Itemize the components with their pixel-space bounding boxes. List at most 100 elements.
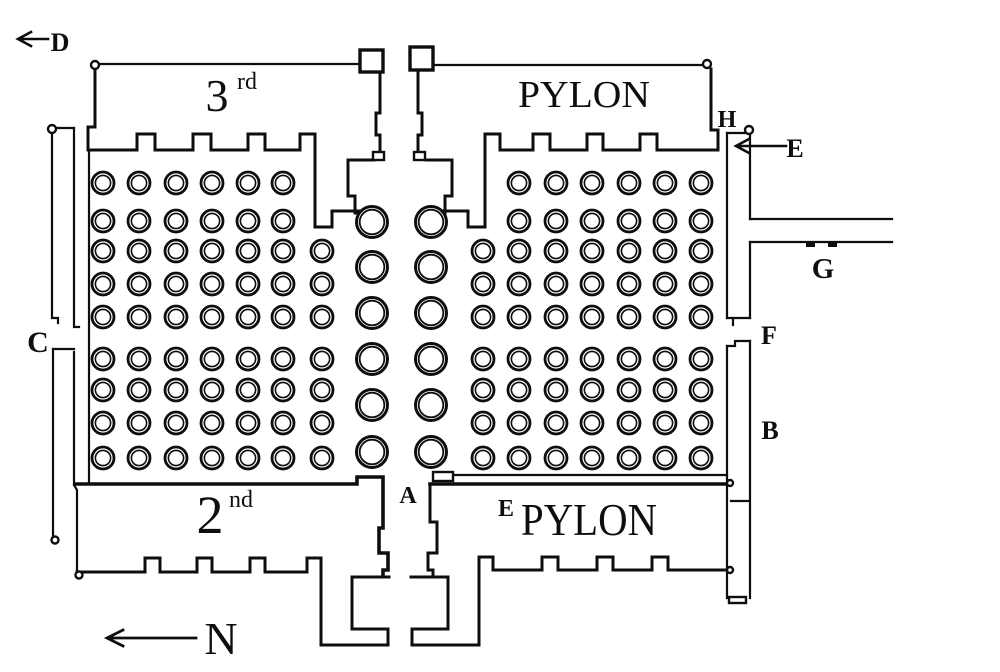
label-pylon2-name: PYLON [521, 494, 657, 545]
column [506, 208, 532, 234]
column [270, 377, 296, 403]
gate2-right-jamb [426, 482, 439, 576]
column [199, 410, 225, 436]
column [355, 250, 389, 284]
column [270, 445, 296, 471]
column [414, 250, 448, 284]
column [652, 304, 678, 330]
north-arrow-icon [103, 628, 198, 648]
column [506, 346, 532, 372]
column [90, 170, 116, 196]
column [199, 170, 225, 196]
label-d: D [51, 28, 70, 57]
column [414, 342, 448, 376]
column [90, 271, 116, 297]
column [470, 238, 496, 264]
column [470, 445, 496, 471]
label-north: N [204, 613, 237, 664]
column [126, 238, 152, 264]
label-b: B [761, 416, 778, 445]
column [199, 304, 225, 330]
arrows [15, 30, 788, 648]
column [652, 170, 678, 196]
column [270, 346, 296, 372]
label-e-top: E [786, 134, 803, 163]
east-wall-lower-top [725, 339, 752, 348]
column [652, 346, 678, 372]
column [355, 205, 389, 239]
column [199, 445, 225, 471]
column [579, 304, 605, 330]
column [543, 208, 569, 234]
column [652, 271, 678, 297]
column [616, 208, 642, 234]
column [235, 346, 261, 372]
column [163, 410, 189, 436]
column [616, 445, 642, 471]
column [309, 304, 335, 330]
column [355, 342, 389, 376]
column [90, 410, 116, 436]
column [414, 435, 448, 469]
column [414, 205, 448, 239]
column [235, 170, 261, 196]
column [309, 445, 335, 471]
column [470, 410, 496, 436]
column [543, 170, 569, 196]
column [90, 208, 116, 234]
column [688, 170, 714, 196]
column [506, 377, 532, 403]
pylon3-south-end-block [408, 45, 435, 72]
column [652, 377, 678, 403]
corridor-door-tick-1 [806, 241, 815, 247]
column [309, 271, 335, 297]
column [126, 445, 152, 471]
column [235, 410, 261, 436]
column [355, 388, 389, 422]
column [652, 238, 678, 264]
column [652, 410, 678, 436]
column [543, 271, 569, 297]
column [235, 238, 261, 264]
dot-west-wall-top [46, 123, 58, 135]
column [616, 410, 642, 436]
column [579, 170, 605, 196]
gate2-threshold-block [431, 470, 455, 483]
column [616, 377, 642, 403]
dot-pylon2-east-joint [725, 565, 735, 575]
column [506, 410, 532, 436]
label-g: G [812, 253, 835, 285]
dot-pylon2-west-bottom [74, 570, 84, 580]
column [652, 208, 678, 234]
column [309, 410, 335, 436]
column [543, 238, 569, 264]
pylon2-west-edge [72, 483, 79, 574]
label-pylon2-number: 2 [197, 485, 224, 545]
pylon3-south-crenellated-edge [436, 132, 720, 229]
column [355, 296, 389, 330]
column [652, 445, 678, 471]
column [270, 271, 296, 297]
pylon2-west-crenellated-edge [75, 556, 309, 574]
column [414, 296, 448, 330]
west-wall-upper-inner [72, 126, 81, 329]
column [414, 388, 448, 422]
column [616, 271, 642, 297]
corridor-door-tick-2 [828, 241, 837, 247]
column [579, 377, 605, 403]
label-pylon3-suffix: rd [237, 69, 257, 95]
arrow-d-icon [15, 30, 50, 48]
column [616, 170, 642, 196]
column [199, 271, 225, 297]
column [616, 346, 642, 372]
column [90, 346, 116, 372]
pylon3-north-end-block [358, 48, 385, 74]
column [199, 208, 225, 234]
column [506, 271, 532, 297]
column [90, 238, 116, 264]
gate3-right-foot [412, 150, 427, 162]
east-wall-south-foot [727, 595, 748, 605]
dot-pylon3-north-end [89, 59, 101, 71]
arrow-e-icon [733, 137, 788, 155]
